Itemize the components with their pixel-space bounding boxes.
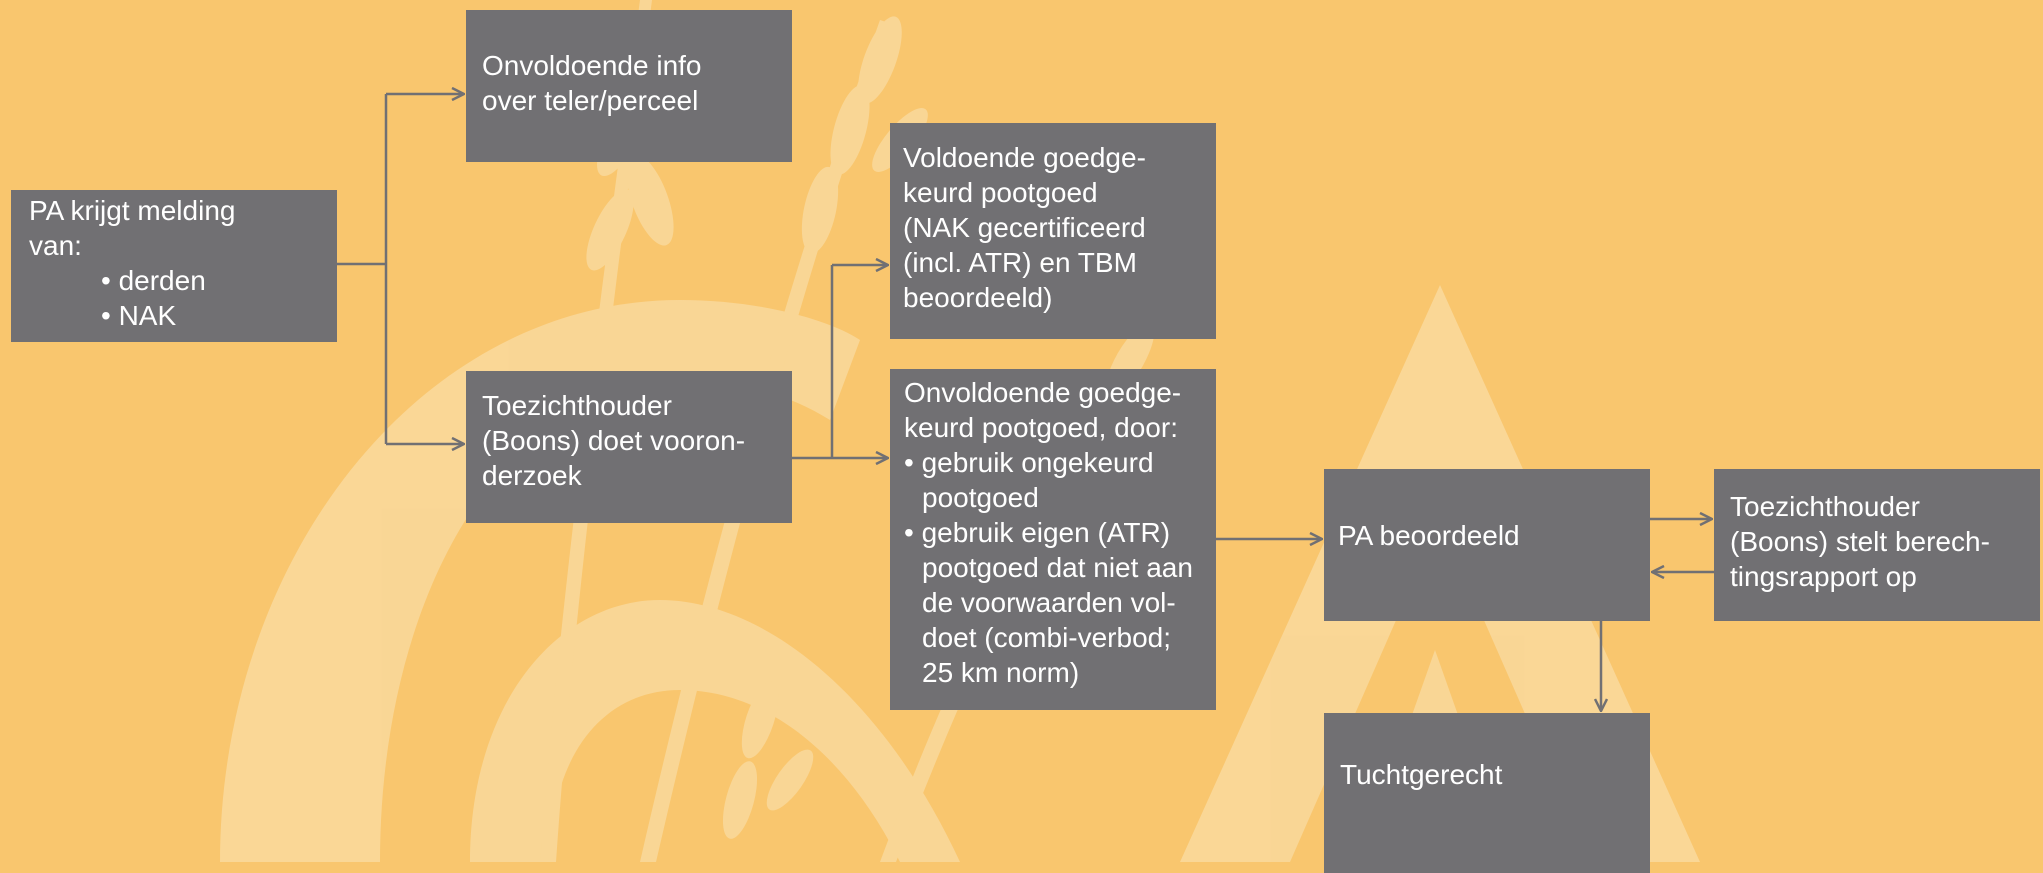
box-text-line: over teler/perceel (482, 85, 699, 116)
decor-arc-inner (470, 600, 960, 862)
box-text-line: derzoek (482, 460, 582, 491)
decor-stalk-2 (640, 20, 892, 862)
bullet-continuation: doet (combi-verbod; (922, 622, 1172, 653)
box-text-line: PA beoordeeld (1338, 520, 1520, 551)
box-text-line: Tuchtgerecht (1340, 759, 1503, 790)
box-text-line: Onvoldoende info (482, 50, 702, 81)
bullet-nak: • NAK (101, 300, 177, 331)
bullet-continuation: 25 km norm) (922, 657, 1080, 688)
box-text-line: (Boons) stelt berech- (1730, 526, 1990, 557)
box-onvoldoende-info: Onvoldoende info over teler/perceel (466, 10, 792, 162)
box-toezichthouder-vooronderzoek: Toezichthouder (Boons) doet vooron- derz… (466, 371, 792, 523)
box-berechtingsrapport: Toezichthouder (Boons) stelt berech- tin… (1714, 469, 2040, 621)
box-text-line: (incl. ATR) en TBM (903, 247, 1137, 278)
box-text-line: (Boons) doet vooron- (482, 425, 746, 456)
box-pa-krijgt-melding: PA krijgt melding van: • derden • NAK (11, 190, 337, 342)
box-text-line: van: (29, 230, 82, 261)
box-pa-beoordeeld: PA beoordeeld (1324, 469, 1650, 621)
bullet-continuation: pootgoed dat niet aan (922, 552, 1193, 583)
box-voldoende-pootgoed: Voldoende goedge- keurd pootgoed (NAK ge… (890, 123, 1216, 339)
box-text-line: Toezichthouder (482, 390, 672, 421)
box-onvoldoende-pootgoed: Onvoldoende goedge- keurd pootgoed, door… (890, 369, 1216, 710)
box-tuchtgerecht: Tuchtgerecht (1324, 713, 1650, 873)
box-text-line: Toezichthouder (1730, 491, 1920, 522)
box-text-line: (NAK gecertificeerd (903, 212, 1146, 243)
box-text-line: keurd pootgoed, door: (904, 412, 1178, 443)
bullet-continuation: de voorwaarden vol- (922, 587, 1176, 618)
bullet-ongekeurd-pootgoed: • gebruik ongekeurd (904, 447, 1154, 478)
bullet-eigen-pootgoed: • gebruik eigen (ATR) (904, 517, 1171, 548)
box-text-line: beoordeeld) (903, 282, 1053, 313)
bullet-continuation: pootgoed (922, 482, 1039, 513)
box-text-line: Voldoende goedge- (903, 142, 1146, 173)
box-text-line: tingsrapport op (1730, 561, 1917, 592)
bullet-derden: • derden (101, 265, 206, 296)
box-text-line: PA krijgt melding (29, 195, 236, 226)
decor-stalk-3 (880, 380, 1130, 862)
decor-arc (220, 300, 860, 862)
box-text-line: keurd pootgoed (903, 177, 1098, 208)
box-text-line: Onvoldoende goedge- (904, 377, 1182, 408)
